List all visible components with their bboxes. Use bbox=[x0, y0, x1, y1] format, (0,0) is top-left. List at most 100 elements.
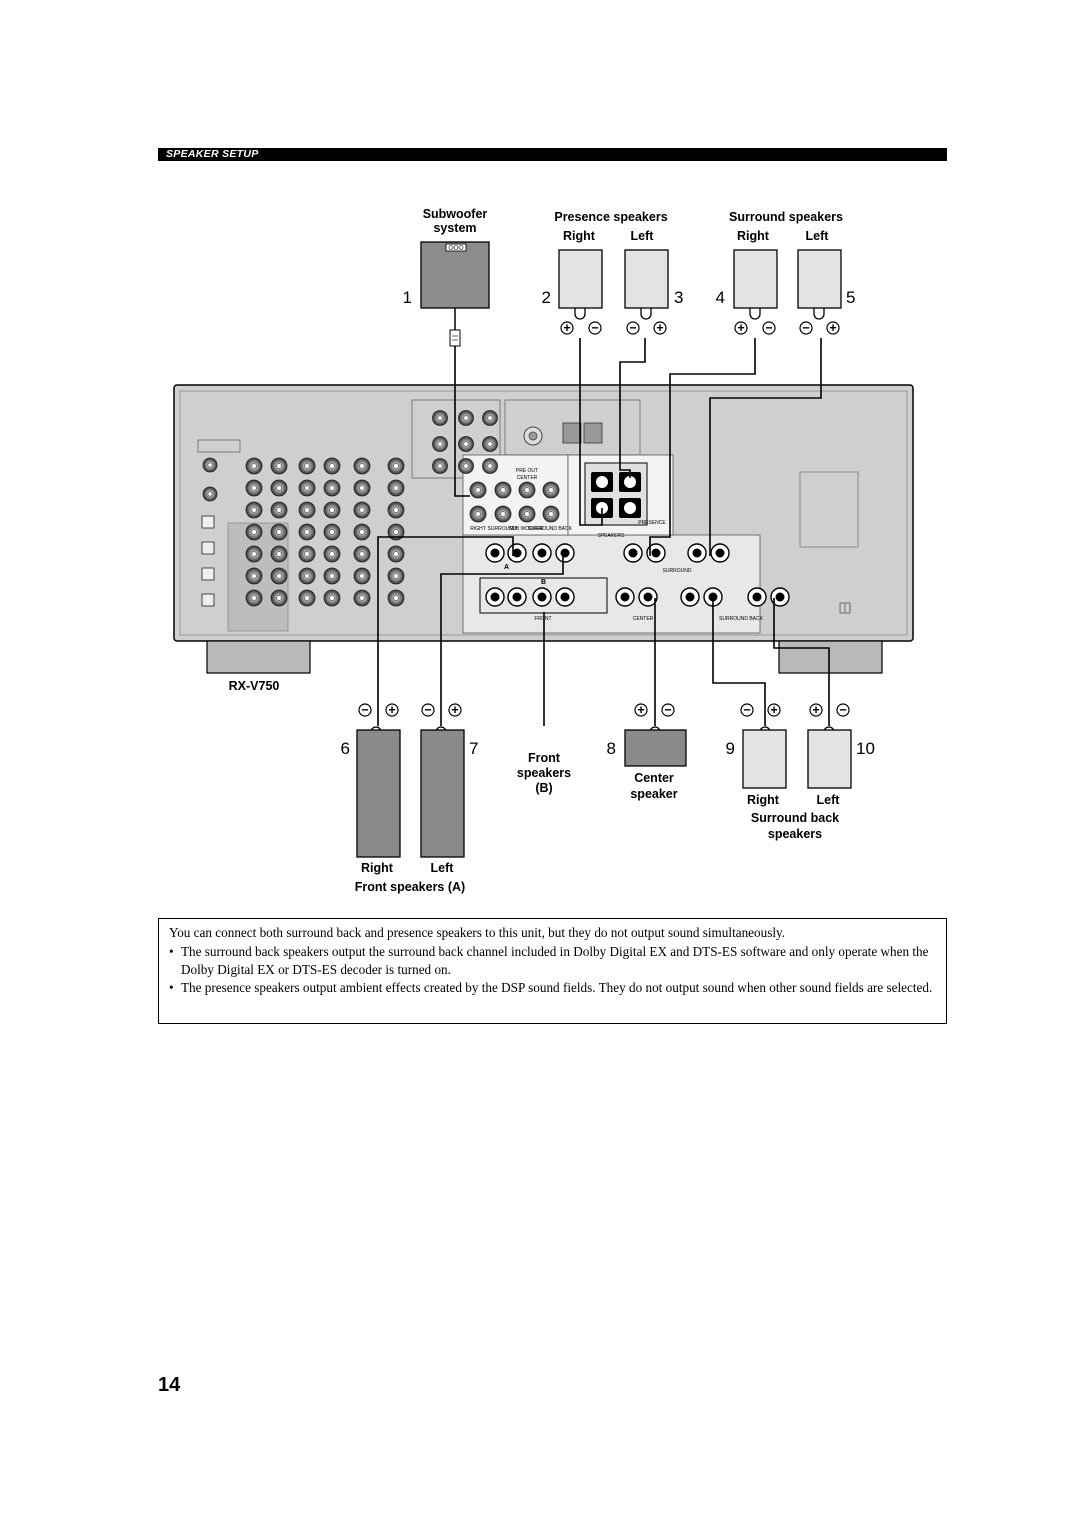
presence-terminal-hole bbox=[596, 476, 608, 488]
presence-left-number: 3 bbox=[674, 288, 683, 307]
rca-jack-center bbox=[359, 573, 365, 579]
panel-surround-label: SURROUND bbox=[663, 568, 692, 574]
surround-left-number: 5 bbox=[846, 288, 855, 307]
rca-jack-center bbox=[276, 551, 282, 557]
presence-right-number: 2 bbox=[542, 288, 551, 307]
rca-jack-center bbox=[487, 415, 493, 421]
binding-post-center bbox=[775, 592, 785, 602]
subwoofer-system bbox=[420, 241, 490, 347]
rca-jack-center bbox=[276, 529, 282, 535]
front-a-right-label: Right bbox=[361, 861, 394, 875]
polarity-minus: − bbox=[629, 321, 636, 335]
rca-jack-center bbox=[329, 463, 335, 469]
rca-jack-center bbox=[251, 595, 257, 601]
polarity-plus: + bbox=[770, 703, 777, 717]
panel-center-term-label: CENTER bbox=[633, 616, 654, 622]
panel-speakers-label: SPEAKERS bbox=[598, 533, 626, 539]
section-header-bar: SPEAKER SETUP bbox=[158, 148, 947, 161]
polarity-minus: − bbox=[664, 703, 671, 717]
rca-jack-center bbox=[251, 507, 257, 513]
rca-jack-center bbox=[329, 595, 335, 601]
panel-presence-label: PRESENCE bbox=[638, 520, 666, 526]
rca-jack-center bbox=[393, 573, 399, 579]
polarity-plus: + bbox=[637, 703, 644, 717]
page-number: 14 bbox=[158, 1374, 181, 1396]
rca-jack-center bbox=[393, 485, 399, 491]
rca-jack-center bbox=[393, 551, 399, 557]
rca-jack-center bbox=[304, 595, 310, 601]
rca-jack-center bbox=[251, 463, 257, 469]
rca-jack-center bbox=[251, 485, 257, 491]
rca-jack-center bbox=[304, 551, 310, 557]
polarity-minus: − bbox=[743, 703, 750, 717]
rca-jack-center bbox=[475, 511, 481, 517]
surround-back-right-speaker bbox=[742, 726, 787, 789]
section-title: SPEAKER SETUP bbox=[166, 148, 259, 160]
rca-jack-center bbox=[500, 487, 506, 493]
polarity-minus: − bbox=[361, 703, 368, 717]
rca-jack-center bbox=[276, 507, 282, 513]
presence-left-speaker bbox=[624, 249, 669, 320]
surround-left-speaker bbox=[797, 249, 842, 320]
polarity-plus: + bbox=[563, 321, 570, 335]
rca-jack-center bbox=[437, 415, 443, 421]
surround-speakers-title: Surround speakers bbox=[729, 210, 843, 224]
rca-jack-center bbox=[304, 463, 310, 469]
note-intro: You can connect both surround back and p… bbox=[169, 925, 786, 940]
rca-jack-center bbox=[487, 441, 493, 447]
polarity-minus: − bbox=[424, 703, 431, 717]
rca-jack-center bbox=[393, 595, 399, 601]
note-bullet-text: The surround back speakers output the su… bbox=[181, 944, 929, 977]
rca-jack-center bbox=[207, 462, 213, 468]
subwoofer-label-line1: Subwoofer bbox=[423, 207, 488, 221]
surround-back-left-number: 10 bbox=[856, 739, 875, 758]
rca-jack-center bbox=[276, 595, 282, 601]
bullet-symbol: • bbox=[169, 980, 174, 995]
rca-jack-center bbox=[251, 573, 257, 579]
surround-right-speaker bbox=[733, 249, 778, 320]
rca-jack-center bbox=[359, 595, 365, 601]
note-box: You can connect both surround back and p… bbox=[158, 918, 947, 1024]
rca-jack-center bbox=[359, 507, 365, 513]
binding-post-center bbox=[512, 548, 522, 558]
front-a-left-label: Left bbox=[431, 861, 455, 875]
front-b-label-line2: speakers bbox=[517, 766, 571, 780]
rca-jack-center bbox=[359, 463, 365, 469]
panel-surround-back-pre-label: SURROUND BACK bbox=[528, 526, 573, 532]
presence-left-label: Left bbox=[631, 229, 655, 243]
subwoofer-label-line2: system bbox=[433, 221, 476, 235]
rca-jack-center bbox=[437, 463, 443, 469]
binding-post-center bbox=[651, 548, 661, 558]
binding-post-center bbox=[490, 548, 500, 558]
panel-front-label: FRONT bbox=[534, 616, 551, 622]
polarity-minus: − bbox=[839, 703, 846, 717]
subwoofer-number: 1 bbox=[403, 288, 412, 307]
panel-center-label: CENTER bbox=[517, 475, 538, 481]
presence-speakers-title: Presence speakers bbox=[554, 210, 667, 224]
bullet-symbol: • bbox=[169, 944, 174, 959]
optical-jack bbox=[201, 567, 215, 581]
binding-post-center bbox=[692, 548, 702, 558]
rca-jack-center bbox=[329, 529, 335, 535]
rca-jack-center bbox=[359, 485, 365, 491]
presence-terminal-hole bbox=[624, 502, 636, 514]
front-b-label-line1: Front bbox=[528, 751, 561, 765]
binding-post-center bbox=[715, 548, 725, 558]
rca-jack-center bbox=[548, 511, 554, 517]
surround-left-label: Left bbox=[806, 229, 830, 243]
panel-subwoofer-label: SUB WOOFER bbox=[509, 526, 544, 532]
surround-back-left-label: Left bbox=[817, 793, 841, 807]
rca-jack-center bbox=[329, 485, 335, 491]
panel-right-label: RIGHT bbox=[470, 526, 486, 532]
polarity-plus: + bbox=[388, 703, 395, 717]
polarity-minus: − bbox=[591, 321, 598, 335]
rca-jack-center bbox=[276, 573, 282, 579]
rca-jack-center bbox=[475, 487, 481, 493]
binding-post-center bbox=[512, 592, 522, 602]
front-right-speaker-a bbox=[356, 726, 401, 858]
surround-back-title-line2: speakers bbox=[768, 827, 822, 841]
center-label-line1: Center bbox=[634, 771, 674, 785]
rca-jack-center bbox=[276, 463, 282, 469]
panel-a-label: A bbox=[504, 564, 509, 571]
rca-jack-center bbox=[548, 487, 554, 493]
